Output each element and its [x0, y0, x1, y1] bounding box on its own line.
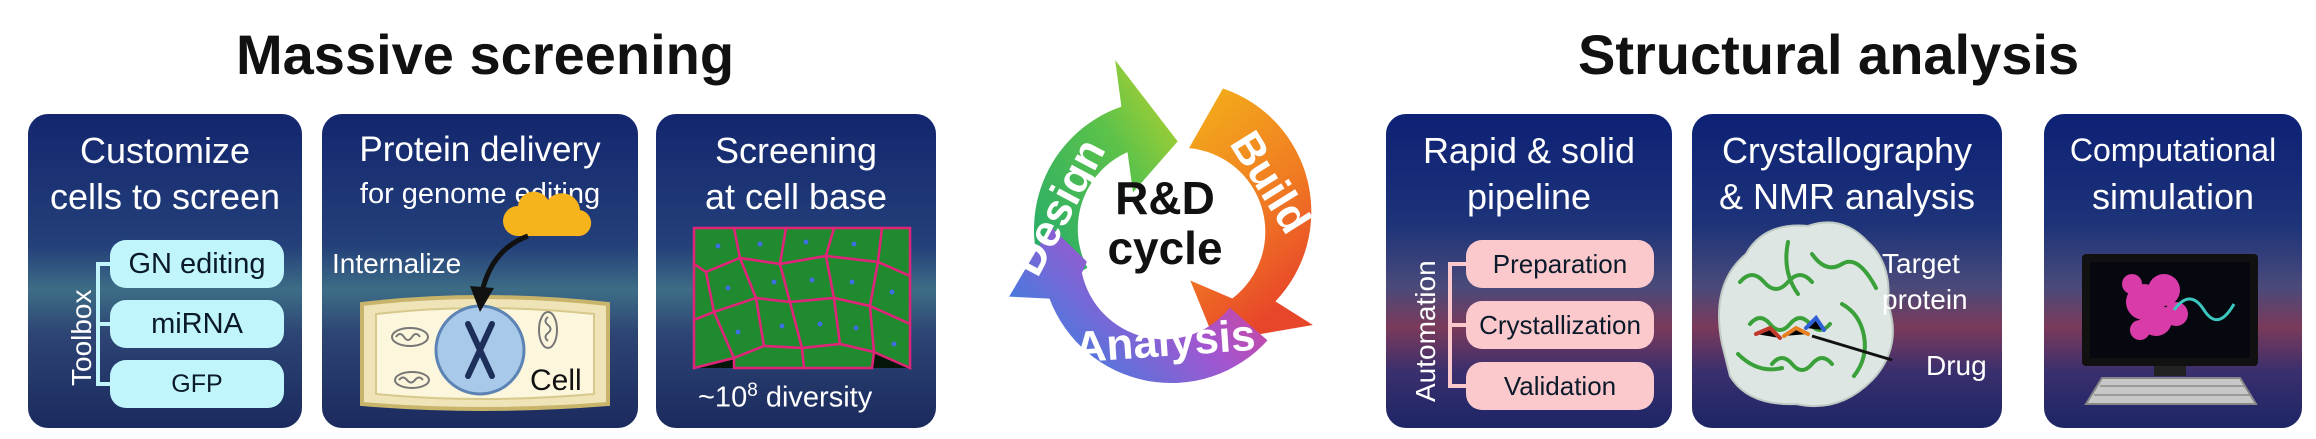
simulation-panel: Computational simulation: [2044, 114, 2302, 428]
mitochondria-icon: [391, 311, 558, 389]
customize-cells-panel: Customize cells to screen Toolbox GN edi…: [28, 114, 302, 428]
gfp-item: GFP: [110, 360, 284, 408]
cycle-center-line1: R&D: [1115, 172, 1215, 224]
structural-analysis-title: Structural analysis: [1578, 23, 2080, 86]
cell-label: Cell: [530, 364, 582, 397]
arrow-icon: [470, 286, 494, 312]
validation-item: Validation: [1466, 362, 1654, 410]
drug-molecule-icon: [1754, 314, 1826, 340]
diversity-suffix: diversity: [757, 381, 873, 414]
design-arrow: [1034, 60, 1178, 291]
panel-title-line2: at cell base: [704, 176, 888, 217]
panel-title-line2: & NMR analysis: [1718, 176, 1976, 217]
panel-title-line1: Rapid & solid: [1422, 130, 1636, 171]
drug-pointer-line: [1811, 334, 1893, 362]
analysis-arrow: [1009, 226, 1268, 384]
diversity-exponent: 8: [747, 380, 758, 401]
massive-screening-title: Massive screening: [236, 23, 735, 86]
automation-bracket: [1448, 262, 1468, 388]
molecule-render: [2122, 274, 2188, 340]
crystallography-panel: Crystallography & NMR analysis Target pr…: [1692, 114, 2002, 428]
panel-title-line2: pipeline: [1466, 176, 1592, 217]
cloud-icon: [503, 191, 592, 237]
cell-diagram: [360, 191, 610, 411]
fluorescence-microscopy-image: [692, 226, 912, 370]
panel-title-line1: Customize: [79, 130, 251, 171]
diversity-label: ~108 diversity: [698, 380, 872, 415]
panel-title-line1: Computational: [2069, 132, 2277, 168]
build-arrow: [1189, 88, 1313, 342]
crystallization-item: Crystallization: [1466, 301, 1654, 349]
preparation-item: Preparation: [1466, 240, 1654, 288]
diversity-prefix: ~10: [698, 381, 748, 414]
chromosome-icon: [465, 321, 495, 379]
rd-cycle-diagram: Design Build Analysis R&D cycle: [1003, 60, 1320, 384]
screening-panel: Screening at cell base: [656, 114, 936, 428]
panel-title-line1: Screening: [714, 130, 878, 171]
internalize-label: Internalize: [332, 248, 462, 279]
protein-structure-image: [1718, 221, 1894, 408]
protein-delivery-panel: Protein delivery for genome editing Inte…: [322, 114, 638, 428]
panel-title-line2: simulation: [2091, 176, 2255, 217]
drug-label: Drug: [1926, 350, 1987, 381]
target-label-line1: Target: [1882, 248, 1960, 279]
pipeline-panel: Rapid & solid pipeline Automation Prepar…: [1386, 114, 1672, 428]
gn-editing-item: GN editing: [110, 240, 284, 288]
keyboard-icon: [2084, 377, 2258, 405]
target-label-line2: protein: [1882, 284, 1968, 315]
panel-title-line1: Crystallography: [1721, 130, 1973, 171]
panel-title-line2: cells to screen: [49, 176, 281, 217]
cycle-center-line2: cycle: [1107, 222, 1222, 274]
panel-title-line1: Protein delivery: [359, 130, 601, 169]
computer-icon: [2082, 254, 2258, 405]
mirna-item: miRNA: [110, 300, 284, 348]
